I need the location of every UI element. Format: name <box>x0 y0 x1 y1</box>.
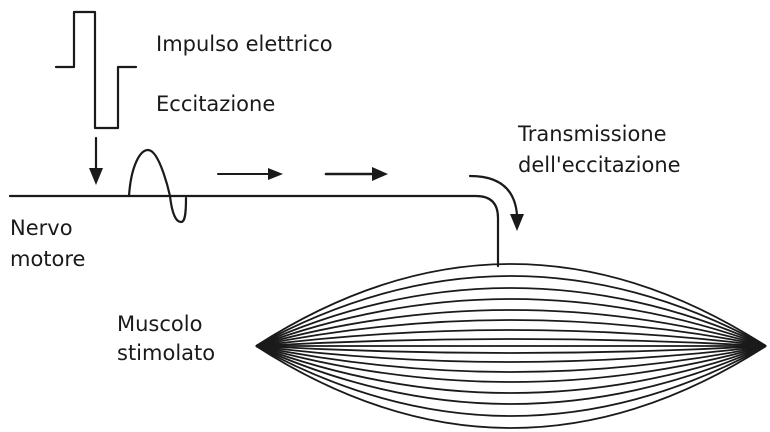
muscle-fiber <box>255 338 767 347</box>
excitation-label: Eccitazione <box>156 92 275 116</box>
muscle-fiber <box>255 345 767 394</box>
muscle-fiber <box>255 298 767 347</box>
transmission-label-line2: dell'eccitazione <box>518 153 681 177</box>
muscle-fiber <box>255 309 767 347</box>
nerve-label-line2: motore <box>10 247 85 271</box>
transmission-curved-arrow-head <box>510 214 524 231</box>
propagation-arrow-1-head <box>268 168 283 180</box>
stimulated-muscle <box>255 263 767 429</box>
muscle-fiber <box>255 275 767 347</box>
muscle-fiber <box>255 345 767 405</box>
muscle-fiber <box>255 345 767 363</box>
impulse-waveform <box>54 10 138 130</box>
muscle-fiber <box>255 263 767 347</box>
propagation-arrow-2-head <box>372 167 388 181</box>
muscle-tendon-tip <box>748 341 766 351</box>
excitation-wave <box>127 148 188 224</box>
muscle-label-line2: stimolato <box>117 341 215 365</box>
impulse-label: Impulso elettrico <box>156 32 333 56</box>
muscle-tendon-tip <box>256 341 274 351</box>
muscle-fiber <box>255 345 767 383</box>
muscle-label-line1: Muscolo <box>117 312 202 336</box>
muscle-fiber <box>255 319 767 347</box>
muscle-fiber <box>255 287 767 347</box>
motor-nerve-line <box>8 194 500 268</box>
muscle-fiber <box>255 329 767 347</box>
transmission-label-line1: Transmissione <box>517 122 667 146</box>
muscle-fiber <box>255 345 767 354</box>
transmission-curved-arrow <box>468 174 519 217</box>
muscle-fiber <box>255 345 767 417</box>
nerve-label-line1: Nervo <box>10 216 73 240</box>
muscle-fiber <box>255 345 767 373</box>
muscle-fiber <box>255 345 767 429</box>
impulse-down-arrow-head <box>89 168 103 185</box>
